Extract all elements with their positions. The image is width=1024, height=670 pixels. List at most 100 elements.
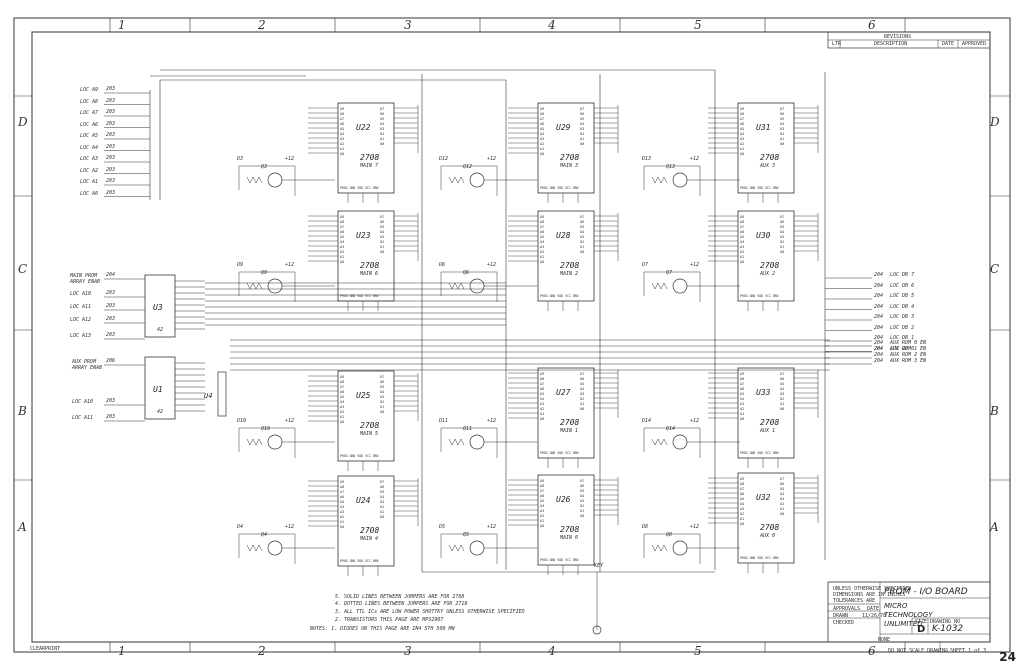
prom-type: 2708	[360, 261, 380, 270]
prom-pin-in: A4	[540, 397, 544, 401]
prom-pin-out: O5	[580, 382, 584, 386]
prom-pin-in: A9	[740, 477, 744, 481]
prom-name: MAIN 4	[360, 536, 379, 542]
prom-chip-u29	[537, 102, 595, 194]
decoder-ref: U3	[153, 303, 163, 312]
prom-pin-in: A0	[740, 417, 744, 421]
zone-col-bottom-5: 5	[694, 644, 702, 658]
prom-pin-out: O4	[380, 390, 384, 394]
prom-name: AUX 1	[760, 428, 776, 434]
supply-label: +12	[285, 262, 295, 268]
prom-pin-out: O3	[380, 395, 384, 399]
prom-pin-out: O6	[580, 484, 584, 488]
prom-pin-out: O7	[380, 215, 384, 219]
prom-pin-out: O3	[580, 127, 584, 131]
prom-pin-out: O6	[380, 112, 384, 116]
prom-pin-out: O0	[380, 142, 384, 146]
prom-pin-out: O1	[780, 137, 784, 141]
base-resistor	[246, 282, 263, 290]
signal-pin: 203	[106, 332, 116, 338]
prom-pin-in: A4	[540, 132, 544, 136]
prom-pin-in: A2	[740, 142, 744, 146]
prom-pin-out: O4	[780, 230, 784, 234]
prom-pin-out: O3	[580, 235, 584, 239]
diode-ref: D4	[237, 524, 244, 530]
signal-pin: 203	[106, 143, 116, 150]
prom-power-pins: PROG GND VDD VCC VBB	[340, 559, 378, 563]
signal-loc-db-7: LOC DB 7	[890, 272, 915, 278]
prom-pin-in: A8	[340, 220, 344, 224]
prom-pin-out: O7	[780, 372, 784, 376]
prom-pin-in: A5	[540, 499, 544, 503]
prom-name: MAIN 0	[560, 535, 579, 541]
signal-loc-db-2: LOC DB 2	[890, 324, 915, 331]
signal-loc-a11: LOC A11	[72, 415, 94, 421]
zone-col-top-4: 4	[548, 18, 556, 32]
prom-pin-out: O6	[780, 112, 784, 116]
note-line-4: 4. DOTTED LINES BETWEEN JUMPERS ARE FOR …	[335, 601, 468, 607]
prom-pin-out: O4	[380, 122, 384, 126]
prom-power-pins: PROG GND VDD VCC VBB	[740, 186, 778, 190]
transistor-ref: Q6	[463, 270, 470, 276]
prom-pin-in: A3	[740, 402, 744, 406]
base-resistor	[448, 544, 465, 552]
prom-pin-in: A5	[740, 127, 744, 131]
diode-ref: D8	[642, 524, 649, 530]
signal-loc-db-1: LOC DB 1	[890, 335, 915, 341]
prom-pin-out: O7	[380, 375, 384, 379]
tb-label-unless: UNLESS OTHERWISE SPECIFIED	[833, 586, 912, 592]
prom-pin-out: O0	[580, 250, 584, 254]
tb-scale: NONE	[878, 637, 891, 643]
zone-row-left-C: C	[18, 262, 28, 276]
prom-type: 2708	[760, 523, 780, 532]
prom-pin-in: A6	[540, 122, 544, 126]
prom-pin-in: A9	[340, 107, 344, 111]
prom-ref: U31	[756, 123, 771, 132]
prom-pin-out: O3	[780, 127, 784, 131]
prom-pin-in: A7	[540, 489, 544, 493]
signal-pin: 204	[874, 314, 884, 320]
prom-pin-in: A9	[740, 107, 744, 111]
transistor-q11	[469, 434, 485, 450]
prom-power-pins: PROG GND VDD VCC VBB	[540, 186, 578, 190]
prom-chip-u26	[537, 474, 595, 566]
prom-pin-in: A1	[340, 147, 344, 151]
prom-pin-in: A4	[740, 397, 744, 401]
signal-aux-rom-2-en: AUX ROM 2 EN	[890, 352, 927, 358]
transistor-ref: Q7	[666, 270, 673, 276]
transistor-q9	[267, 278, 283, 294]
prom-pin-in: A2	[740, 250, 744, 254]
prom-pin-in: A6	[740, 122, 744, 126]
signal-pin: 204	[874, 272, 884, 278]
decoder-part: 42	[157, 327, 164, 333]
tb-drawing-no: K-1032	[932, 624, 964, 634]
prom-pin-out: O6	[580, 377, 584, 381]
prom-pin-out: O2	[780, 240, 784, 244]
transistor-ref: Q11	[463, 426, 473, 432]
prom-pin-out: O2	[380, 240, 384, 244]
prom-pin-out: O6	[380, 220, 384, 224]
prom-pin-in: A1	[340, 520, 344, 524]
base-resistor	[448, 176, 465, 184]
signal-pin: 203	[106, 303, 116, 309]
tb-label-tolerances: TOLERANCES ARE	[833, 598, 876, 604]
zone-col-top-5: 5	[694, 18, 702, 32]
signal-pin: 203	[106, 86, 116, 92]
tb-size: D	[917, 624, 926, 635]
base-resistor	[448, 282, 465, 290]
prom-pin-out: O6	[380, 485, 384, 489]
prom-pin-in: A9	[540, 479, 544, 483]
signal-loc-a9: LOC A9	[80, 87, 99, 93]
signal-main-prom-array-enab: MAIN PROM ARRAY ENAB	[70, 273, 101, 285]
prom-pin-out: O4	[580, 122, 584, 126]
signal-pin: 204	[874, 345, 884, 352]
prom-chip-u22	[337, 102, 395, 194]
prom-pin-in: A7	[340, 225, 344, 229]
prom-pin-in: A3	[340, 245, 344, 249]
outer-border	[13, 17, 1011, 653]
prom-pin-out: O1	[580, 402, 584, 406]
prom-pin-in: A4	[540, 504, 544, 508]
signal-aux-rom-3-en: AUX ROM 3 EN	[890, 358, 927, 364]
prom-pin-out: O0	[780, 250, 784, 254]
prom-pin-in: A0	[340, 420, 344, 424]
